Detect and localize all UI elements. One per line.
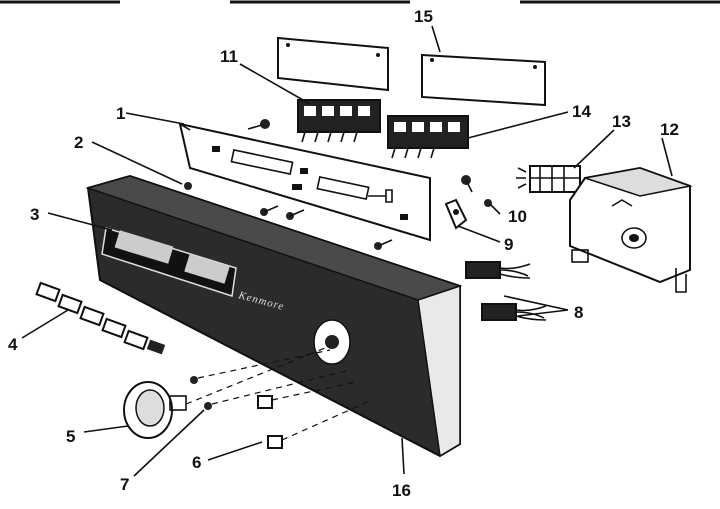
part-14-switch-block (387, 115, 469, 159)
callout-labels: 1 2 3 4 5 6 7 8 9 10 11 12 13 14 15 16 (8, 7, 679, 500)
part-4-push-buttons (35, 281, 166, 355)
callout-14: 14 (572, 102, 591, 121)
part-6-7-fasteners (185, 345, 373, 449)
part-11-switch-block (297, 99, 381, 143)
callout-10: 10 (508, 207, 527, 226)
screws-panel (184, 175, 492, 250)
callout-4: 4 (8, 335, 18, 354)
part-3-console-panel: Kenmore (85, 174, 463, 458)
part-9-clip (444, 198, 468, 230)
part-12-timer (569, 166, 693, 293)
callout-7: 7 (120, 475, 129, 494)
callout-5: 5 (66, 427, 75, 446)
leader-lines (21, 25, 673, 477)
part-5-knob (123, 381, 187, 439)
part-13-connector (516, 165, 581, 193)
callout-2: 2 (74, 133, 83, 152)
callout-15: 15 (414, 7, 433, 26)
part-1-mounting-bracket (178, 122, 431, 242)
callout-12: 12 (660, 120, 679, 139)
callout-8: 8 (574, 303, 583, 322)
part-8-switches (465, 261, 547, 321)
screw-top (247, 119, 270, 130)
callout-3: 3 (30, 205, 39, 224)
callout-13: 13 (612, 112, 631, 131)
callout-16: 16 (392, 481, 411, 500)
callout-11: 11 (220, 47, 238, 66)
callout-6: 6 (192, 453, 201, 472)
callout-9: 9 (504, 235, 513, 254)
callout-1: 1 (116, 104, 125, 123)
part-15-cover-plates (277, 36, 546, 107)
